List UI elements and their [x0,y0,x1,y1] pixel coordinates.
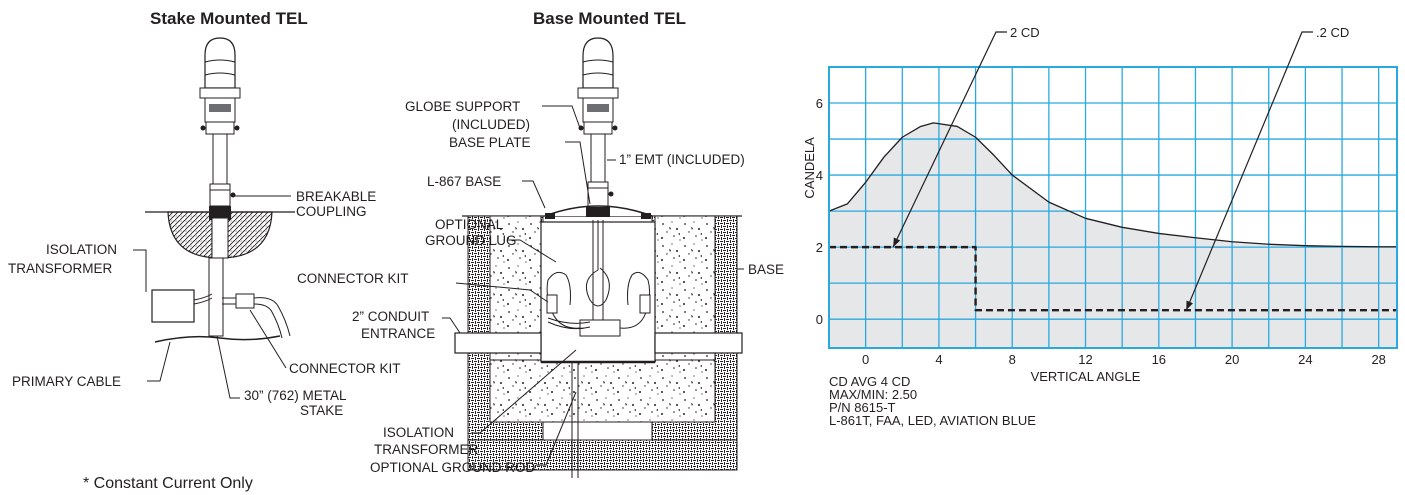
label-optional-ground-rod: OPTIONAL GROUND ROD [370,460,536,475]
callout-leader [892,31,1007,248]
stake-mounted-panel: Stake Mounted TEL [8,9,401,492]
x-tick-label: 0 [862,352,869,367]
base-mounted-panel: Base Mounted TEL [297,9,784,478]
y-tick-label: 2 [816,240,823,255]
callout-arrowhead [1186,300,1193,311]
callout-label: .2 CD [1316,25,1349,40]
callout-leader [1185,31,1313,311]
label-conduit-2: ENTRANCE [361,326,435,341]
label-optional-ground-lug-2: GROUND LUG [425,233,517,248]
stake-fixture [199,37,241,207]
callouts: 2 CD .2 CD [892,25,1349,311]
x-tick-label: 24 [1298,352,1312,367]
base-panel-title: Base Mounted TEL [533,9,686,28]
x-tick-label: 12 [1078,352,1092,367]
y-tick-label: 6 [816,96,823,111]
x-tick-label: 8 [1009,352,1016,367]
chart-note-line: MAX/MIN: 2.50 [829,387,917,402]
label-isolation-transformer-mid-1: ISOLATION [383,425,454,440]
y-tick-label: 4 [816,168,823,183]
x-tick-label: 16 [1152,352,1166,367]
label-isolation-transformer-mid-2: TRANSFORMER [374,442,479,457]
label-isolation-transformer-1: ISOLATION [46,242,117,257]
x-axis-label: VERTICAL ANGLE [1031,369,1141,384]
label-base: BASE [748,262,784,277]
x-tick-label: 4 [935,352,942,367]
y-tick-label: 0 [816,312,823,327]
label-connector-kit-middle: CONNECTOR KIT [297,271,409,286]
label-optional-ground-lug-1: OPTIONAL [435,217,504,232]
chart-note-line: CD AVG 4 CD [829,374,910,389]
chart-note-line: P/N 8615-T [829,400,896,415]
x-tick-label: 28 [1371,352,1385,367]
chart-note-line: L-861T, FAA, LED, AVIATION BLUE [829,413,1036,428]
series-line-1 [828,122,1397,248]
label-primary-cable: PRIMARY CABLE [12,374,121,389]
label-stake-2: STAKE [300,403,343,418]
stake-panel-title: Stake Mounted TEL [150,9,308,28]
callout-label: 2 CD [1010,25,1040,40]
stake-assembly [151,257,291,343]
label-globe-support-2: (INCLUDED) [452,117,530,132]
label-globe-support-1: GLOBE SUPPORT [405,99,520,114]
label-conduit-1: 2” CONDUIT [352,309,429,324]
label-breakable-coupling-1: BREAKABLE [296,189,376,204]
x-tick-label: 20 [1225,352,1239,367]
label-isolation-transformer-2: TRANSFORMER [8,261,113,276]
plot-border [828,66,1398,349]
y-axis-label: CANDELA [802,137,817,199]
footnote: * Constant Current Only [83,475,253,492]
base-fixture [577,37,619,209]
label-base-plate: BASE PLATE [449,135,531,150]
label-emt: 1” EMT (INCLUDED) [619,152,745,167]
label-stake-1: 30” (762) METAL [244,388,347,403]
label-breakable-coupling-2: COUPLING [296,204,367,219]
label-l867-base: L-867 BASE [427,174,501,189]
callout-arrowhead [893,237,901,248]
stake-ground [145,206,295,259]
label-connector-kit-left: CONNECTOR KIT [289,361,401,376]
curve-fill [829,122,1397,348]
